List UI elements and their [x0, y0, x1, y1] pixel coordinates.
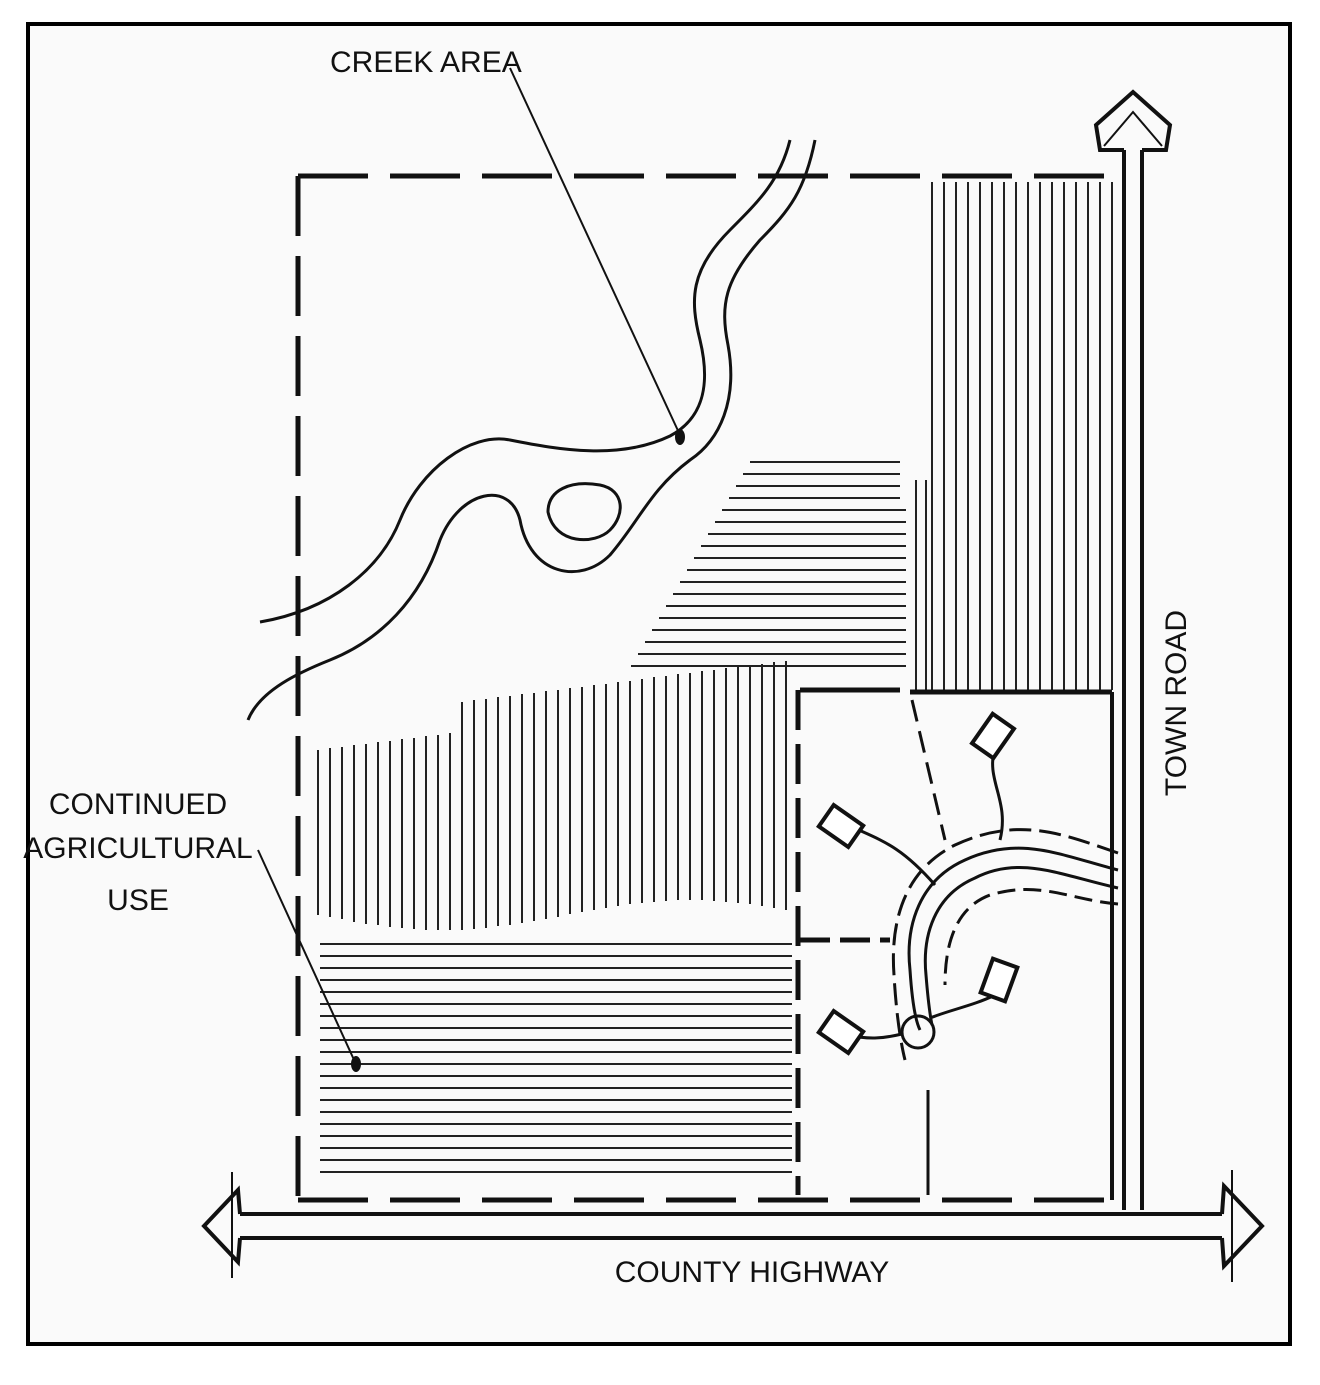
continued-use-label-line1: CONTINUED [49, 788, 227, 821]
property-boundary [295, 173, 1118, 1203]
creek [246, 139, 817, 721]
field-hatch-vertical [317, 661, 787, 930]
continued-use-label-line2: AGRICULTURAL [23, 832, 252, 865]
houses [816, 711, 1020, 1056]
field-hatch-south [320, 943, 792, 1173]
town-road [1093, 89, 1173, 1210]
field-edges [795, 687, 1112, 1195]
continued-use-label-line3: USE [107, 884, 169, 917]
town-road-label: TOWN ROAD [1160, 610, 1193, 796]
house [978, 956, 1020, 1004]
field-hatch-center [631, 461, 906, 667]
field-hatch-northeast [915, 182, 1113, 690]
agricultural-label-pointer [257, 849, 361, 1072]
county-highway-label: COUNTY HIGHWAY [615, 1256, 889, 1289]
creek-label-pointer [509, 67, 685, 445]
house [969, 711, 1017, 761]
cul-de-sac [900, 1014, 936, 1050]
creek-area-label: CREEK AREA [330, 46, 522, 79]
house [816, 1008, 866, 1056]
county-highway [201, 1170, 1265, 1282]
house [816, 802, 866, 850]
